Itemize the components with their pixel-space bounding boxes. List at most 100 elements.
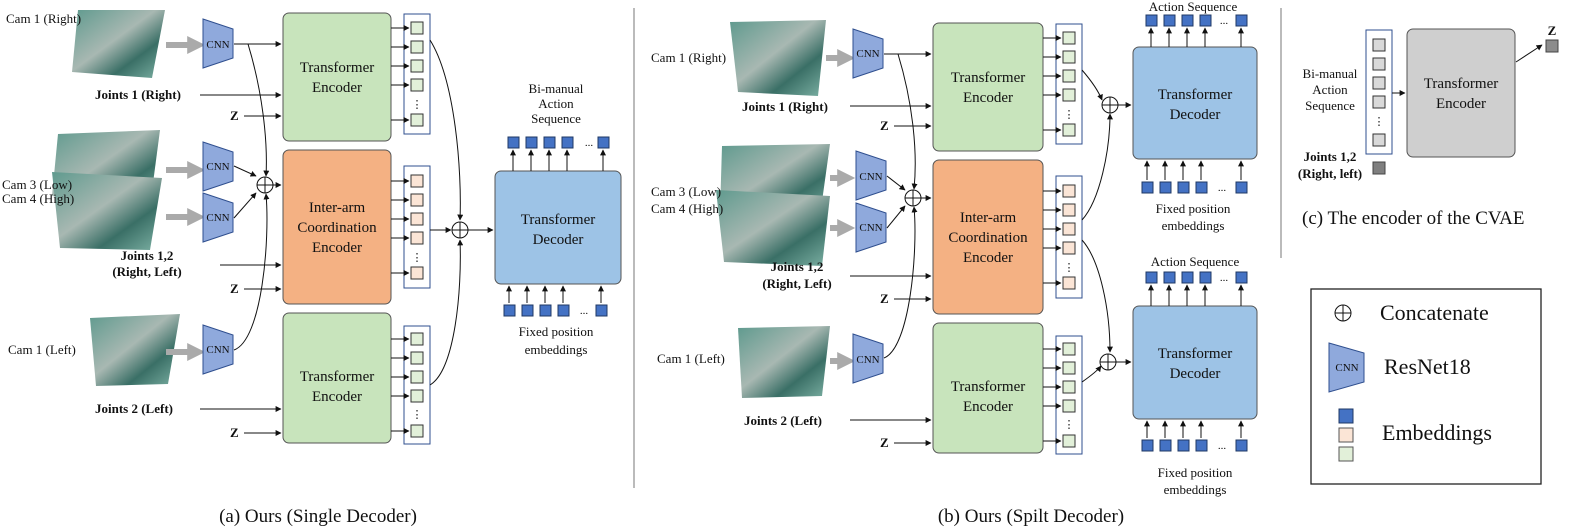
block-label: Encoder <box>963 399 1013 415</box>
embedding-token <box>410 78 424 92</box>
connector <box>1081 365 1102 383</box>
block-label: Transformer <box>951 379 1025 395</box>
cnn-label: CNN <box>206 161 229 173</box>
z-token <box>1545 39 1559 53</box>
token-stack: ⋮ <box>403 165 431 289</box>
cnn-block <box>852 333 884 384</box>
ellipsis: ... <box>580 305 589 317</box>
action-label: Sequence <box>1305 98 1355 113</box>
vdots: ⋮ <box>412 252 423 264</box>
panel-a: CNN CNN CNN CNN Cam 1 (Right) Joints 1 (… <box>2 10 622 527</box>
position-token <box>557 304 570 317</box>
position-input-arrows <box>506 285 604 303</box>
embedding-token <box>1062 203 1076 217</box>
block-label: Transformer <box>521 212 595 228</box>
label-cam1-left: Cam 1 (Left) <box>8 342 76 357</box>
embedding-token <box>1062 241 1076 255</box>
transformer-encoder-right <box>282 12 392 142</box>
connector <box>1081 113 1113 221</box>
label-z: Z <box>880 435 889 450</box>
action-token <box>1163 271 1176 284</box>
cnn-block <box>202 18 234 69</box>
ellipsis: ... <box>1220 272 1229 284</box>
block-label: Encoder <box>312 240 362 256</box>
action-token <box>525 136 538 149</box>
connector <box>233 165 257 177</box>
action-token <box>1199 14 1212 27</box>
legend-concatenate: Concatenate <box>1380 300 1489 325</box>
block-label: Transformer <box>951 70 1025 86</box>
action-sequence-tokens: ... <box>507 136 610 149</box>
label-joints12: Joints 1,2 <box>771 259 824 274</box>
label-right-left: (Right, left) <box>1298 166 1362 181</box>
block-label: Transformer <box>1158 87 1232 103</box>
fixed-position-label: embeddings <box>1164 482 1227 497</box>
label-right-left: (Right, Left) <box>112 264 181 279</box>
fixed-position-embeddings: ... <box>1141 439 1248 452</box>
action-token <box>1235 271 1248 284</box>
position-token <box>1195 439 1208 452</box>
embedding-token <box>1062 123 1076 137</box>
embedding-token <box>1372 57 1386 71</box>
cnn-label: CNN <box>859 222 882 234</box>
label-z: Z <box>230 108 239 123</box>
label-z: Z <box>880 291 889 306</box>
action-token <box>1235 14 1248 27</box>
action-label: Action <box>538 96 574 111</box>
label-cam4-high: Cam 4 (High) <box>651 201 723 216</box>
position-token <box>503 304 516 317</box>
label-z: Z <box>880 118 889 133</box>
encoder-token-arrows <box>391 25 410 434</box>
embedding-token <box>410 212 424 226</box>
token-stack: ⋮ <box>403 13 431 135</box>
token-stack: ⋮ <box>403 325 431 445</box>
embedding-token <box>410 424 424 438</box>
position-token <box>595 304 608 317</box>
transformer-encoder-left <box>282 312 392 444</box>
panel-b: CNN CNN CNN CNN Cam 1 (Right) Joints 1 (… <box>651 0 1258 527</box>
legend-embeddings: Embeddings <box>1382 420 1492 445</box>
fixed-position-label: embeddings <box>525 342 588 357</box>
camera-image-cam1-left <box>738 326 830 398</box>
label-joints12: Joints 1,2 <box>121 248 174 263</box>
embedding-token <box>410 193 424 207</box>
vdots: ⋮ <box>1064 109 1075 121</box>
label-cam3-low: Cam 3 (Low) <box>651 184 721 199</box>
block-label: Transformer <box>300 369 374 385</box>
embedding-token <box>410 40 424 54</box>
action-label: Bi-manual <box>529 81 584 96</box>
position-input-arrows <box>1144 160 1244 180</box>
block-label: Transformer <box>1158 346 1232 362</box>
fixed-position-embeddings: ... <box>1141 181 1248 194</box>
position-token <box>1177 439 1190 452</box>
action-sequence-label: Action Sequence <box>1149 0 1238 14</box>
embedding-token <box>1062 88 1076 102</box>
legend: Concatenate CNN ResNet18 Embeddings <box>1310 288 1542 485</box>
block-label: Inter-arm <box>309 200 366 216</box>
encoder-token-arrows <box>1043 35 1062 444</box>
inter-arm-coordination-encoder <box>932 159 1044 315</box>
legend-embedding-blue <box>1338 408 1354 424</box>
action-token <box>543 136 556 149</box>
embedding-token <box>1062 276 1076 290</box>
camera-image-cam1-right <box>72 10 165 78</box>
joints-token <box>1372 161 1386 175</box>
vdots: ⋮ <box>1374 116 1385 128</box>
cnn-block <box>1328 342 1365 393</box>
fixed-position-label: Fixed position <box>1158 465 1233 480</box>
ellipsis: ... <box>1220 15 1229 27</box>
transformer-encoder-right <box>932 22 1044 152</box>
embedding-token <box>1062 184 1076 198</box>
block-label: Encoder <box>1436 96 1486 112</box>
position-token <box>521 304 534 317</box>
position-token <box>1235 181 1248 194</box>
action-token <box>597 136 610 149</box>
connector <box>233 192 257 219</box>
transformer-decoder-top <box>1132 46 1258 160</box>
label-joints12: Joints 1,2 <box>1304 149 1357 164</box>
action-token <box>561 136 574 149</box>
caption-c: (c) The encoder of the CVAE <box>1302 208 1524 229</box>
block-label: Transformer <box>300 60 374 76</box>
position-token <box>1159 439 1172 452</box>
